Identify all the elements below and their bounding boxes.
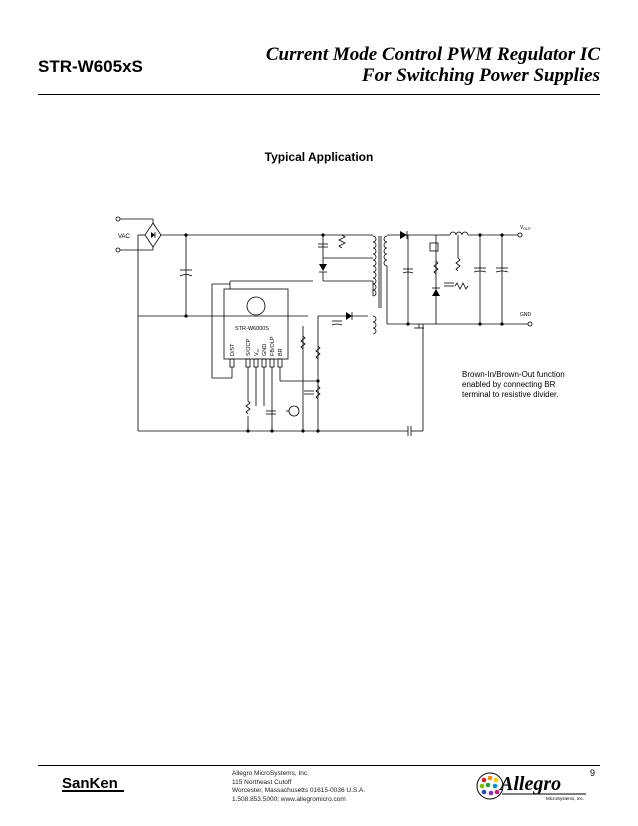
allegro-logo-subtitle: MicroSystems, Inc. (546, 796, 584, 801)
part-number: STR-W605xS (38, 57, 143, 76)
sanken-logo: SanKen (62, 775, 124, 792)
page-number: 9 (590, 768, 596, 778)
vac-terminal-bottom (115, 247, 121, 253)
note-line3: terminal to resistive divider. (462, 390, 559, 399)
document-title-line2: For Switching Power Supplies (361, 65, 600, 86)
brown-in-note: Brown-In/Brown-Out function enabled by c… (462, 370, 602, 400)
str-w6000s-ic: STR-W6000S (223, 288, 289, 368)
vout-terminal (517, 232, 523, 238)
header-rule (38, 94, 600, 95)
pin-dst: D/ST (230, 343, 236, 356)
sanken-logo-text: SanKen (62, 775, 118, 792)
typical-application-schematic: VAC STR-W6000S (115, 216, 533, 436)
section-title-text: Typical Application (264, 150, 374, 164)
allegro-logo: Allegro MicroSystems, Inc. (476, 772, 586, 801)
footer-contact: 1.508.853.5000; www.allegromicro.com (232, 795, 346, 803)
bridge-rectifier (144, 222, 162, 248)
footer-company: Allegro MicroSystems, Inc. (232, 770, 309, 777)
footer-city: Worcester, Massachusetts 01615-0036 U.S.… (232, 787, 366, 794)
pin-vcc: Vcc (254, 349, 260, 356)
note-line2: enabled by connecting BR (462, 380, 556, 389)
gnd-terminal (527, 321, 533, 327)
section-title: Typical Application (0, 150, 638, 164)
vac-terminal-top (115, 216, 121, 222)
ic-label: STR-W6000S (235, 326, 269, 332)
allegro-logo-mark (476, 772, 504, 800)
vout-label: VOUT (520, 225, 532, 231)
gnd-label: GND (520, 312, 532, 318)
footer-street: 115 Northeast Cutoff (232, 778, 292, 786)
transformer (372, 235, 388, 335)
note-line1: Brown-In/Brown-Out function (462, 370, 565, 379)
pin-br: BR (278, 348, 284, 356)
pin-gnd: GND (262, 344, 268, 356)
footer-address: Allegro MicroSystems, Inc. 115 Northeast… (232, 770, 365, 804)
pin-socp: S/OCP (246, 339, 252, 356)
vac-label: VAC (118, 234, 131, 240)
allegro-logo-text: Allegro (498, 773, 561, 795)
ic-pin-labels: D/ST S/OCP Vcc GND FB/OLP BR (230, 336, 284, 356)
document-title-line1: Current Mode Control PWM Regulator IC (265, 44, 600, 65)
pin-fbolp: FB/OLP (270, 336, 276, 356)
footer-rule (38, 765, 600, 766)
